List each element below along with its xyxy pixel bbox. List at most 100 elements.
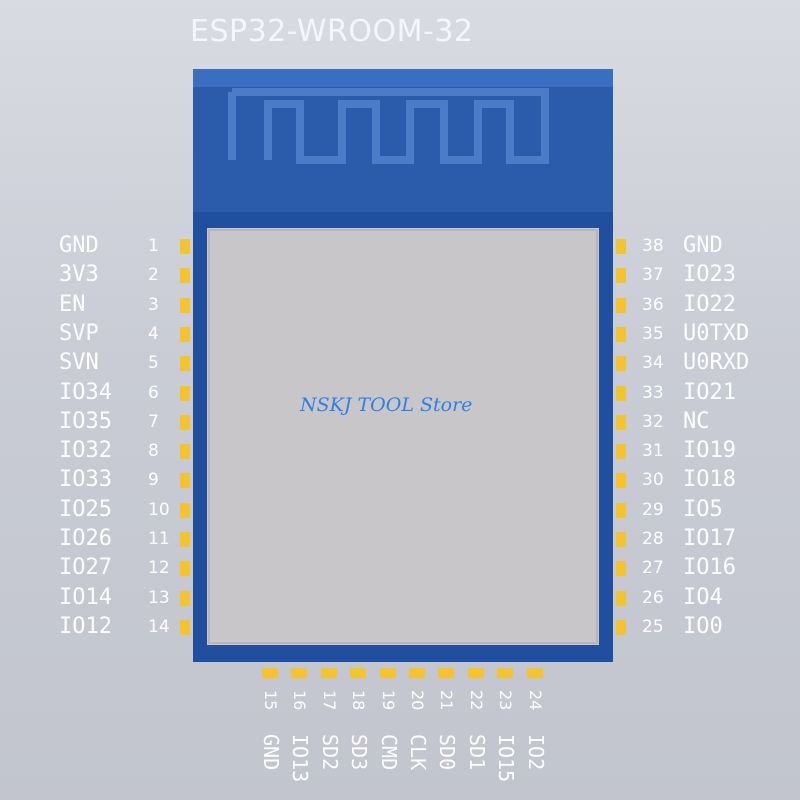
right-pin-pad [616,532,626,547]
left-pin-number: 2 [148,265,159,286]
bottom-pin-label: IO2 [523,734,548,771]
right-pin-label: IO23 [683,262,736,288]
right-pin-number: 26 [642,587,664,608]
right-pin-label: IO21 [683,379,736,405]
bottom-pin-label: SD0 [435,734,460,771]
left-pin-label: IO34 [59,379,112,405]
left-pin-label: IO26 [59,526,112,551]
left-pin-number: 11 [148,529,170,549]
right-pin-number: 28 [642,529,664,549]
left-pin-pad [180,356,190,372]
store-watermark: NSKJ TOOL Store [300,394,473,416]
left-pin-number: 1 [148,236,159,256]
left-pin-label: IO25 [59,496,112,522]
right-pin-number: 34 [642,353,664,374]
right-pin-number: 38 [642,236,664,256]
bottom-pin-number: 17 [319,690,339,711]
left-pin-number: 4 [148,323,159,344]
left-pin-pad [180,385,190,401]
bottom-pin-pad [379,668,396,678]
right-pin-label: IO4 [683,584,723,610]
bottom-pin-pad [409,668,425,678]
bottom-pin-number: 20 [408,690,427,711]
bottom-pin-pad [497,668,514,678]
left-pin-number: 10 [148,499,170,520]
bottom-pin-number: 21 [437,690,457,711]
right-pin-number: 37 [642,265,664,286]
left-pin-pad [180,239,190,254]
right-pin-pad [616,502,626,518]
left-pin-number: 8 [148,441,159,462]
right-pin-label: IO22 [683,291,736,317]
right-pin-label: U0TXD [683,320,750,346]
right-pin-number: 33 [642,382,664,403]
bottom-pin-label: SD3 [347,734,372,771]
right-pin-label: GND [683,233,723,258]
bottom-pin-number: 16 [290,690,310,711]
right-pin-number: 25 [642,616,664,637]
bottom-pin-pad [291,668,308,678]
bottom-pin-label: SD1 [464,734,489,771]
left-pin-pad [180,326,190,342]
right-pin-pad [616,619,626,635]
right-pin-label: IO5 [683,496,723,522]
antenna-trace [228,88,549,164]
right-pin-pad [616,414,626,430]
right-pin-label: NC [683,408,710,434]
left-pin-number: 9 [148,470,159,491]
right-pin-number: 27 [642,558,664,579]
shield-can-inner [208,229,598,644]
left-pin-pad [180,502,190,518]
bottom-pin-number: 19 [378,690,398,711]
left-pin-label: GND [59,233,99,258]
left-pin-pad [180,561,190,577]
right-pin-label: IO19 [683,438,736,464]
right-pin-number: 35 [642,323,664,344]
right-pin-pad [616,385,626,401]
left-pin-label: IO35 [59,408,112,434]
right-pin-number: 32 [642,411,664,432]
bottom-pin-number: 18 [349,690,369,711]
left-pin-pad [180,532,190,547]
right-pin-pad [616,356,626,372]
shield-can [207,228,599,645]
left-pin-number: 14 [148,616,170,637]
right-pin-number: 30 [642,470,664,491]
right-pin-number: 29 [642,499,664,520]
bottom-pin-pad [467,668,484,678]
right-pin-label: U0RXD [683,350,750,376]
left-pin-number: 3 [148,294,159,315]
left-pin-pad [180,297,190,313]
left-pin-label: IO32 [59,438,112,464]
bottom-pin-number: 15 [261,690,280,711]
left-pin-label: SVN [59,350,99,376]
right-pin-number: 36 [642,294,664,315]
bottom-pin-number: 24 [525,690,545,711]
left-pin-label: IO27 [59,555,112,581]
left-pin-pad [180,619,190,635]
left-pin-pad [180,414,190,430]
bottom-pin-number: 22 [466,690,486,711]
left-pin-label: IO33 [59,467,112,493]
left-pin-pad [180,268,190,284]
bottom-pin-pad [320,668,337,678]
bottom-pin-label: IO15 [494,734,519,783]
bottom-pin-number: 23 [496,690,516,711]
bottom-pin-label: CLK [406,734,430,771]
right-pin-pad [616,239,626,254]
bottom-pin-pad [438,668,455,678]
left-pin-number: 5 [148,353,159,374]
right-pin-pad [616,473,626,489]
right-pin-pad [616,268,626,284]
left-pin-pad [180,444,190,460]
module-title: ESP32-WROOM-32 [190,14,474,49]
right-pin-pad [616,590,626,606]
bottom-pin-label: IO13 [288,734,313,783]
right-pin-label: IO18 [683,467,736,493]
left-pin-label: IO12 [59,613,112,639]
left-pin-label: IO14 [59,584,112,610]
right-pin-pad [616,297,626,313]
bottom-pin-pad [262,668,278,678]
bottom-pin-label: SD2 [317,734,342,771]
